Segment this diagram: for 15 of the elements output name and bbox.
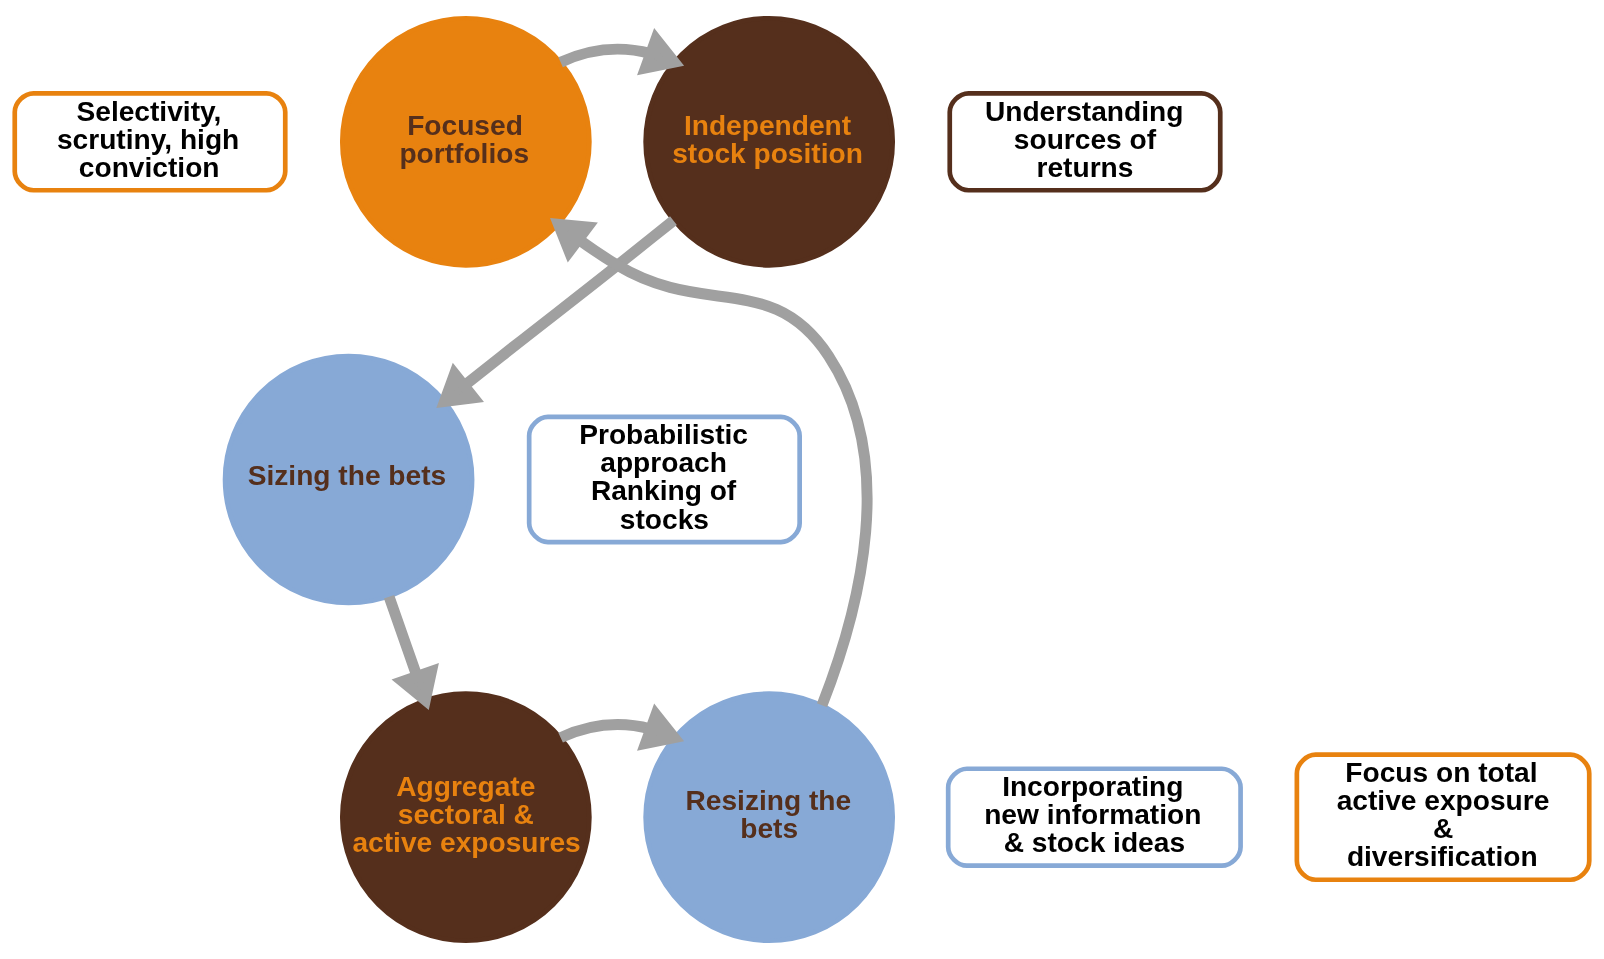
arrow bbox=[558, 28, 685, 76]
node-box: Understanding sources of returns bbox=[947, 90, 1223, 193]
node-box: Probabilistic approach Ranking of stocks bbox=[526, 414, 802, 545]
node-box: Focus on total active exposure & diversification bbox=[1294, 752, 1592, 883]
arrow bbox=[558, 703, 685, 751]
node-circle: Aggregate sectoral & active exposures bbox=[339, 691, 592, 944]
node-box: Incorporating new information & stock ideas bbox=[945, 766, 1243, 869]
node-circle: Independent stock position bbox=[643, 15, 896, 268]
node-circle: Resizing the bets bbox=[643, 691, 896, 944]
node-circle: Sizing the bets bbox=[222, 353, 475, 606]
node-box: Selectivity, scrutiny, high conviction bbox=[12, 90, 288, 193]
arrow bbox=[550, 217, 873, 708]
node-circle: Focused portfolios bbox=[339, 15, 592, 268]
arrow bbox=[383, 594, 439, 710]
arrow bbox=[436, 216, 677, 408]
